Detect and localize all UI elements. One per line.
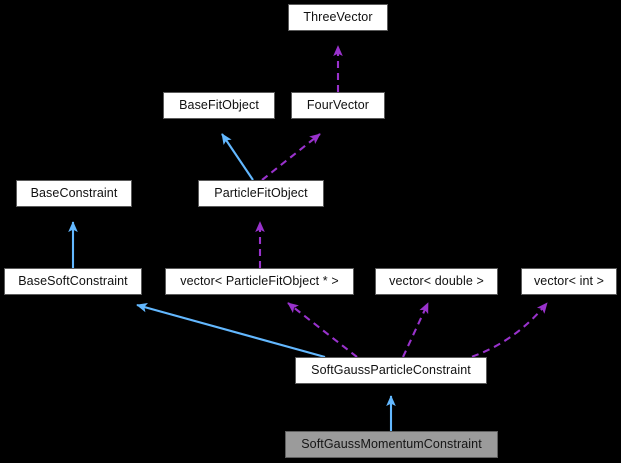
- class-node-label: SoftGaussMomentumConstraint: [301, 437, 482, 452]
- class-node-label: vector< int >: [533, 274, 605, 289]
- edge-particlefitobject-to-fourvector: [261, 133, 321, 181]
- class-node-label: BaseConstraint: [30, 186, 118, 201]
- class-node-label: ParticleFitObject: [214, 186, 308, 201]
- class-node-softgaussparticleconstraint[interactable]: SoftGaussParticleConstraint: [295, 357, 487, 384]
- class-node-label: SoftGaussParticleConstraint: [311, 363, 471, 378]
- class-node-vector-int[interactable]: vector< int >: [521, 268, 617, 295]
- class-node-baseconstraint[interactable]: BaseConstraint: [16, 180, 132, 207]
- class-node-softgaussmomentumconstraint[interactable]: SoftGaussMomentumConstraint: [285, 431, 498, 458]
- class-node-fourvector[interactable]: FourVector: [291, 92, 385, 119]
- class-node-label: BaseSoftConstraint: [18, 274, 128, 289]
- edge-sgpc-to-vector-double: [402, 302, 429, 358]
- class-node-basesoftconstraint[interactable]: BaseSoftConstraint: [4, 268, 142, 295]
- class-node-label: vector< ParticleFitObject * >: [180, 274, 339, 289]
- edge-sgpc-to-vector-particlefitobject: [287, 302, 358, 358]
- class-node-label: BaseFitObject: [179, 98, 259, 113]
- class-node-vector-particlefitobject-ptr[interactable]: vector< ParticleFitObject * >: [165, 268, 354, 295]
- edge-sgpc-to-vector-int: [436, 302, 548, 367]
- edge-particlefitobject-to-basefitobject: [221, 133, 254, 181]
- class-node-label: vector< double >: [389, 274, 484, 289]
- class-node-vector-double[interactable]: vector< double >: [375, 268, 498, 295]
- class-node-basefitobject[interactable]: BaseFitObject: [163, 92, 275, 119]
- edge-sgpc-to-basesoftconstraint: [136, 303, 326, 359]
- class-node-threevector[interactable]: ThreeVector: [288, 4, 388, 31]
- class-node-label: FourVector: [306, 98, 370, 113]
- class-node-label: ThreeVector: [303, 10, 373, 25]
- class-node-particlefitobject[interactable]: ParticleFitObject: [198, 180, 324, 207]
